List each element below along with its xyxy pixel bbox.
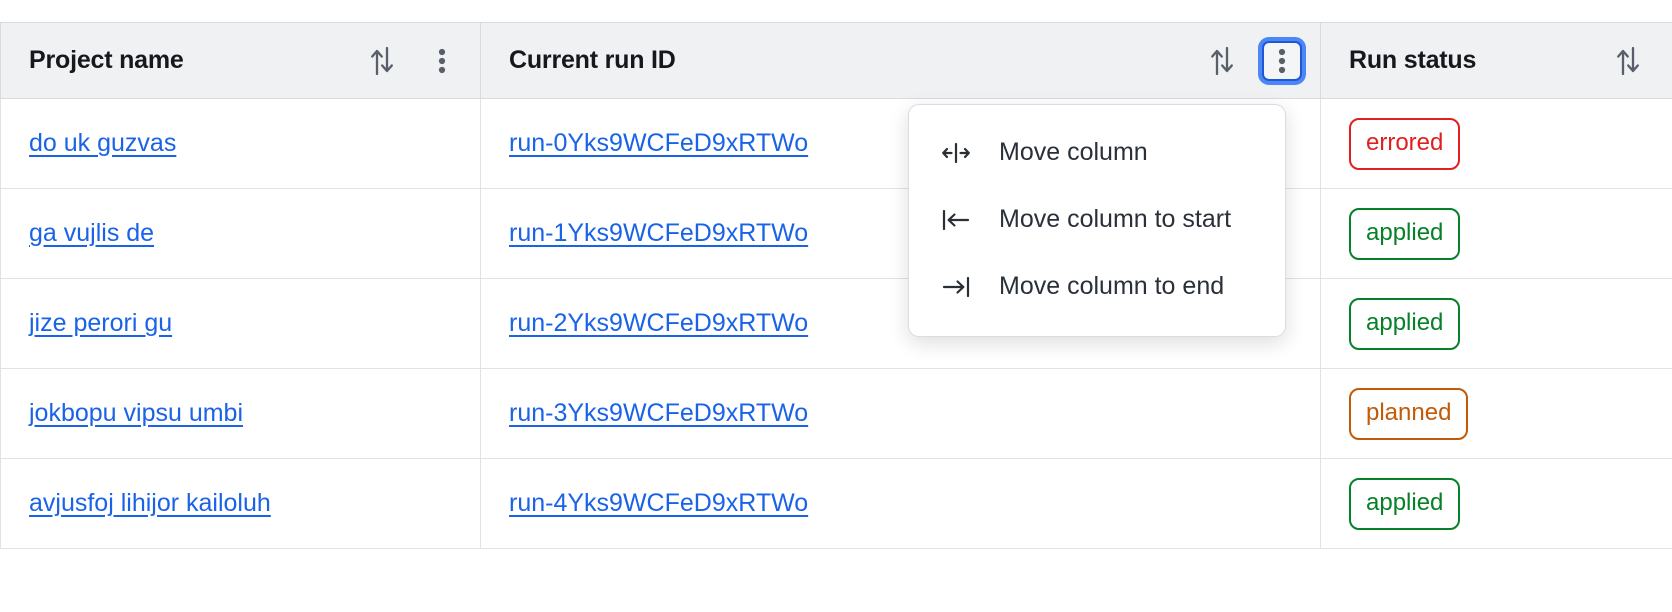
menu-item-move-column-to-start[interactable]: Move column to start <box>909 186 1285 253</box>
cell-project-name: ga vujlis de <box>0 188 481 279</box>
project-name-link[interactable]: jize perori gu <box>29 309 173 337</box>
column-header-label: Current run ID <box>509 46 676 74</box>
move-column-icon <box>939 139 973 167</box>
project-name-link[interactable]: ga vujlis de <box>29 219 155 247</box>
cell-project-name: jokbopu vipsu umbi <box>0 368 481 459</box>
column-header-label: Project name <box>29 46 184 74</box>
column-header-current-run-id: Current run ID <box>480 22 1321 99</box>
project-name-link[interactable]: do uk guzvas <box>29 129 177 157</box>
sort-arrows-icon[interactable] <box>1608 41 1648 81</box>
cell-project-name: avjusfoj lihijor kailoluh <box>0 458 481 549</box>
sort-arrows-icon[interactable] <box>1202 41 1242 81</box>
menu-item-move-column-to-end[interactable]: Move column to end <box>909 253 1285 320</box>
menu-item-move-column[interactable]: Move column <box>909 119 1285 186</box>
run-id-link[interactable]: run-3Yks9WCFeD9xRTWo <box>509 399 809 427</box>
run-id-link[interactable]: run-1Yks9WCFeD9xRTWo <box>509 219 809 247</box>
table-row: jize perori gu run-2Yks9WCFeD9xRTWo appl… <box>0 278 1672 369</box>
cell-run-status: planned <box>1320 368 1672 459</box>
table-body: do uk guzvas run-0Yks9WCFeD9xRTWo errore… <box>0 98 1672 549</box>
column-header-label: Run status <box>1349 46 1477 74</box>
run-id-link[interactable]: run-2Yks9WCFeD9xRTWo <box>509 309 809 337</box>
cell-run-status: applied <box>1320 188 1672 279</box>
table-header-row: Project name <box>0 22 1672 99</box>
table-header: Project name <box>0 22 1672 99</box>
cell-run-status: errored <box>1320 98 1672 189</box>
status-badge: applied <box>1349 207 1461 260</box>
cell-project-name: jize perori gu <box>0 278 481 369</box>
kebab-menu-icon[interactable] <box>1262 40 1302 81</box>
menu-item-label: Move column <box>999 138 1148 166</box>
project-name-link[interactable]: jokbopu vipsu umbi <box>29 399 244 427</box>
table-row: jokbopu vipsu umbi run-3Yks9WCFeD9xRTWo … <box>0 368 1672 459</box>
cell-run-status: applied <box>1320 458 1672 549</box>
status-badge: applied <box>1349 297 1461 350</box>
projects-table: Project name <box>0 22 1672 549</box>
menu-item-label: Move column to end <box>999 272 1225 300</box>
run-id-link[interactable]: run-0Yks9WCFeD9xRTWo <box>509 129 809 157</box>
project-name-link[interactable]: avjusfoj lihijor kailoluh <box>29 489 271 517</box>
status-badge: errored <box>1349 117 1461 170</box>
sort-arrows-icon[interactable] <box>362 41 402 81</box>
kebab-menu-icon[interactable] <box>422 41 462 81</box>
column-header-project-name: Project name <box>0 22 481 99</box>
status-badge: planned <box>1349 387 1469 440</box>
column-options-menu: Move column Move column to start Move co… <box>908 104 1286 337</box>
cell-run-status: applied <box>1320 278 1672 369</box>
table-row: ga vujlis de run-1Yks9WCFeD9xRTWo applie… <box>0 188 1672 279</box>
cell-project-name: do uk guzvas <box>0 98 481 189</box>
column-header-run-status: Run status <box>1320 22 1672 99</box>
move-column-to-end-icon <box>939 273 973 301</box>
menu-item-label: Move column to start <box>999 205 1232 233</box>
move-column-to-start-icon <box>939 206 973 234</box>
status-badge: applied <box>1349 477 1461 530</box>
table-row: avjusfoj lihijor kailoluh run-4Yks9WCFeD… <box>0 458 1672 549</box>
cell-current-run-id: run-3Yks9WCFeD9xRTWo <box>480 368 1321 459</box>
table-row: do uk guzvas run-0Yks9WCFeD9xRTWo errore… <box>0 98 1672 189</box>
run-id-link[interactable]: run-4Yks9WCFeD9xRTWo <box>509 489 809 517</box>
cell-current-run-id: run-4Yks9WCFeD9xRTWo <box>480 458 1321 549</box>
